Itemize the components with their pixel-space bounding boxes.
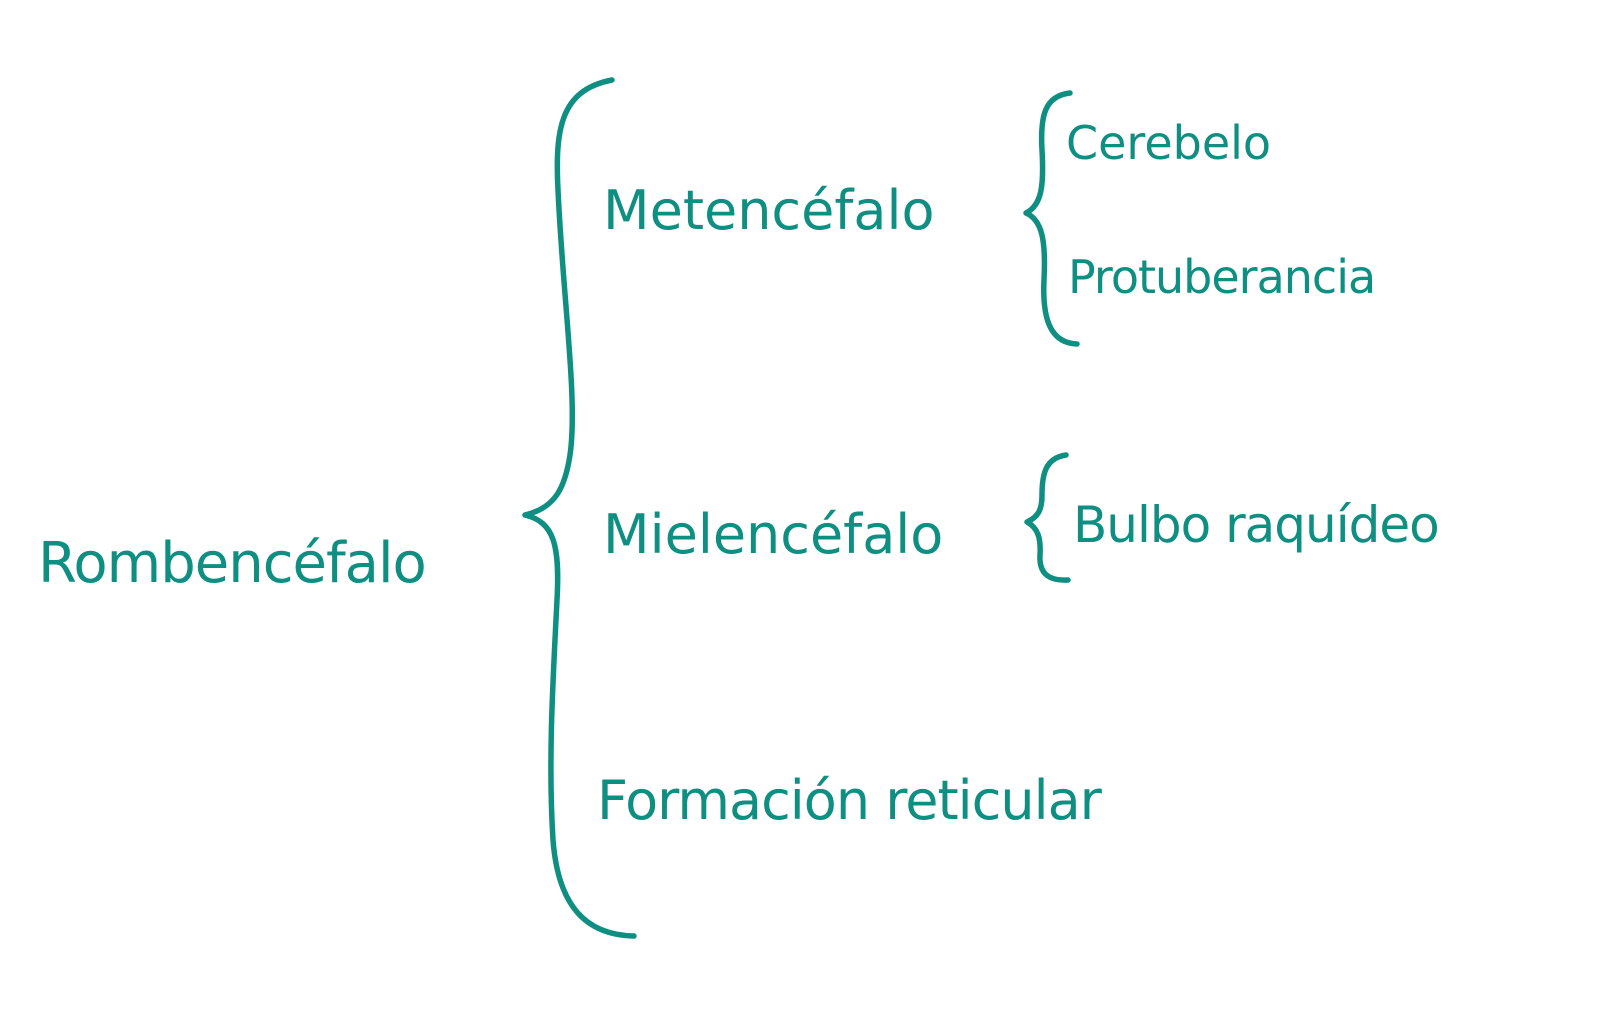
- metencefalo-brace: [1023, 90, 1080, 347]
- mielencefalo-brace: [1024, 452, 1071, 583]
- branch-formacion-reticular: Formación reticular: [597, 769, 1102, 832]
- leaf-bulbo-raquideo: Bulbo raquídeo: [1073, 496, 1440, 554]
- branch-metencefalo: Metencéfalo: [603, 179, 935, 242]
- leaf-cerebelo: Cerebelo: [1066, 116, 1272, 170]
- leaf-protuberancia: Protuberancia: [1068, 250, 1376, 304]
- branch-mielencefalo: Mielencéfalo: [603, 503, 944, 566]
- main-brace: [522, 77, 637, 939]
- root-node: Rombencéfalo: [38, 531, 427, 596]
